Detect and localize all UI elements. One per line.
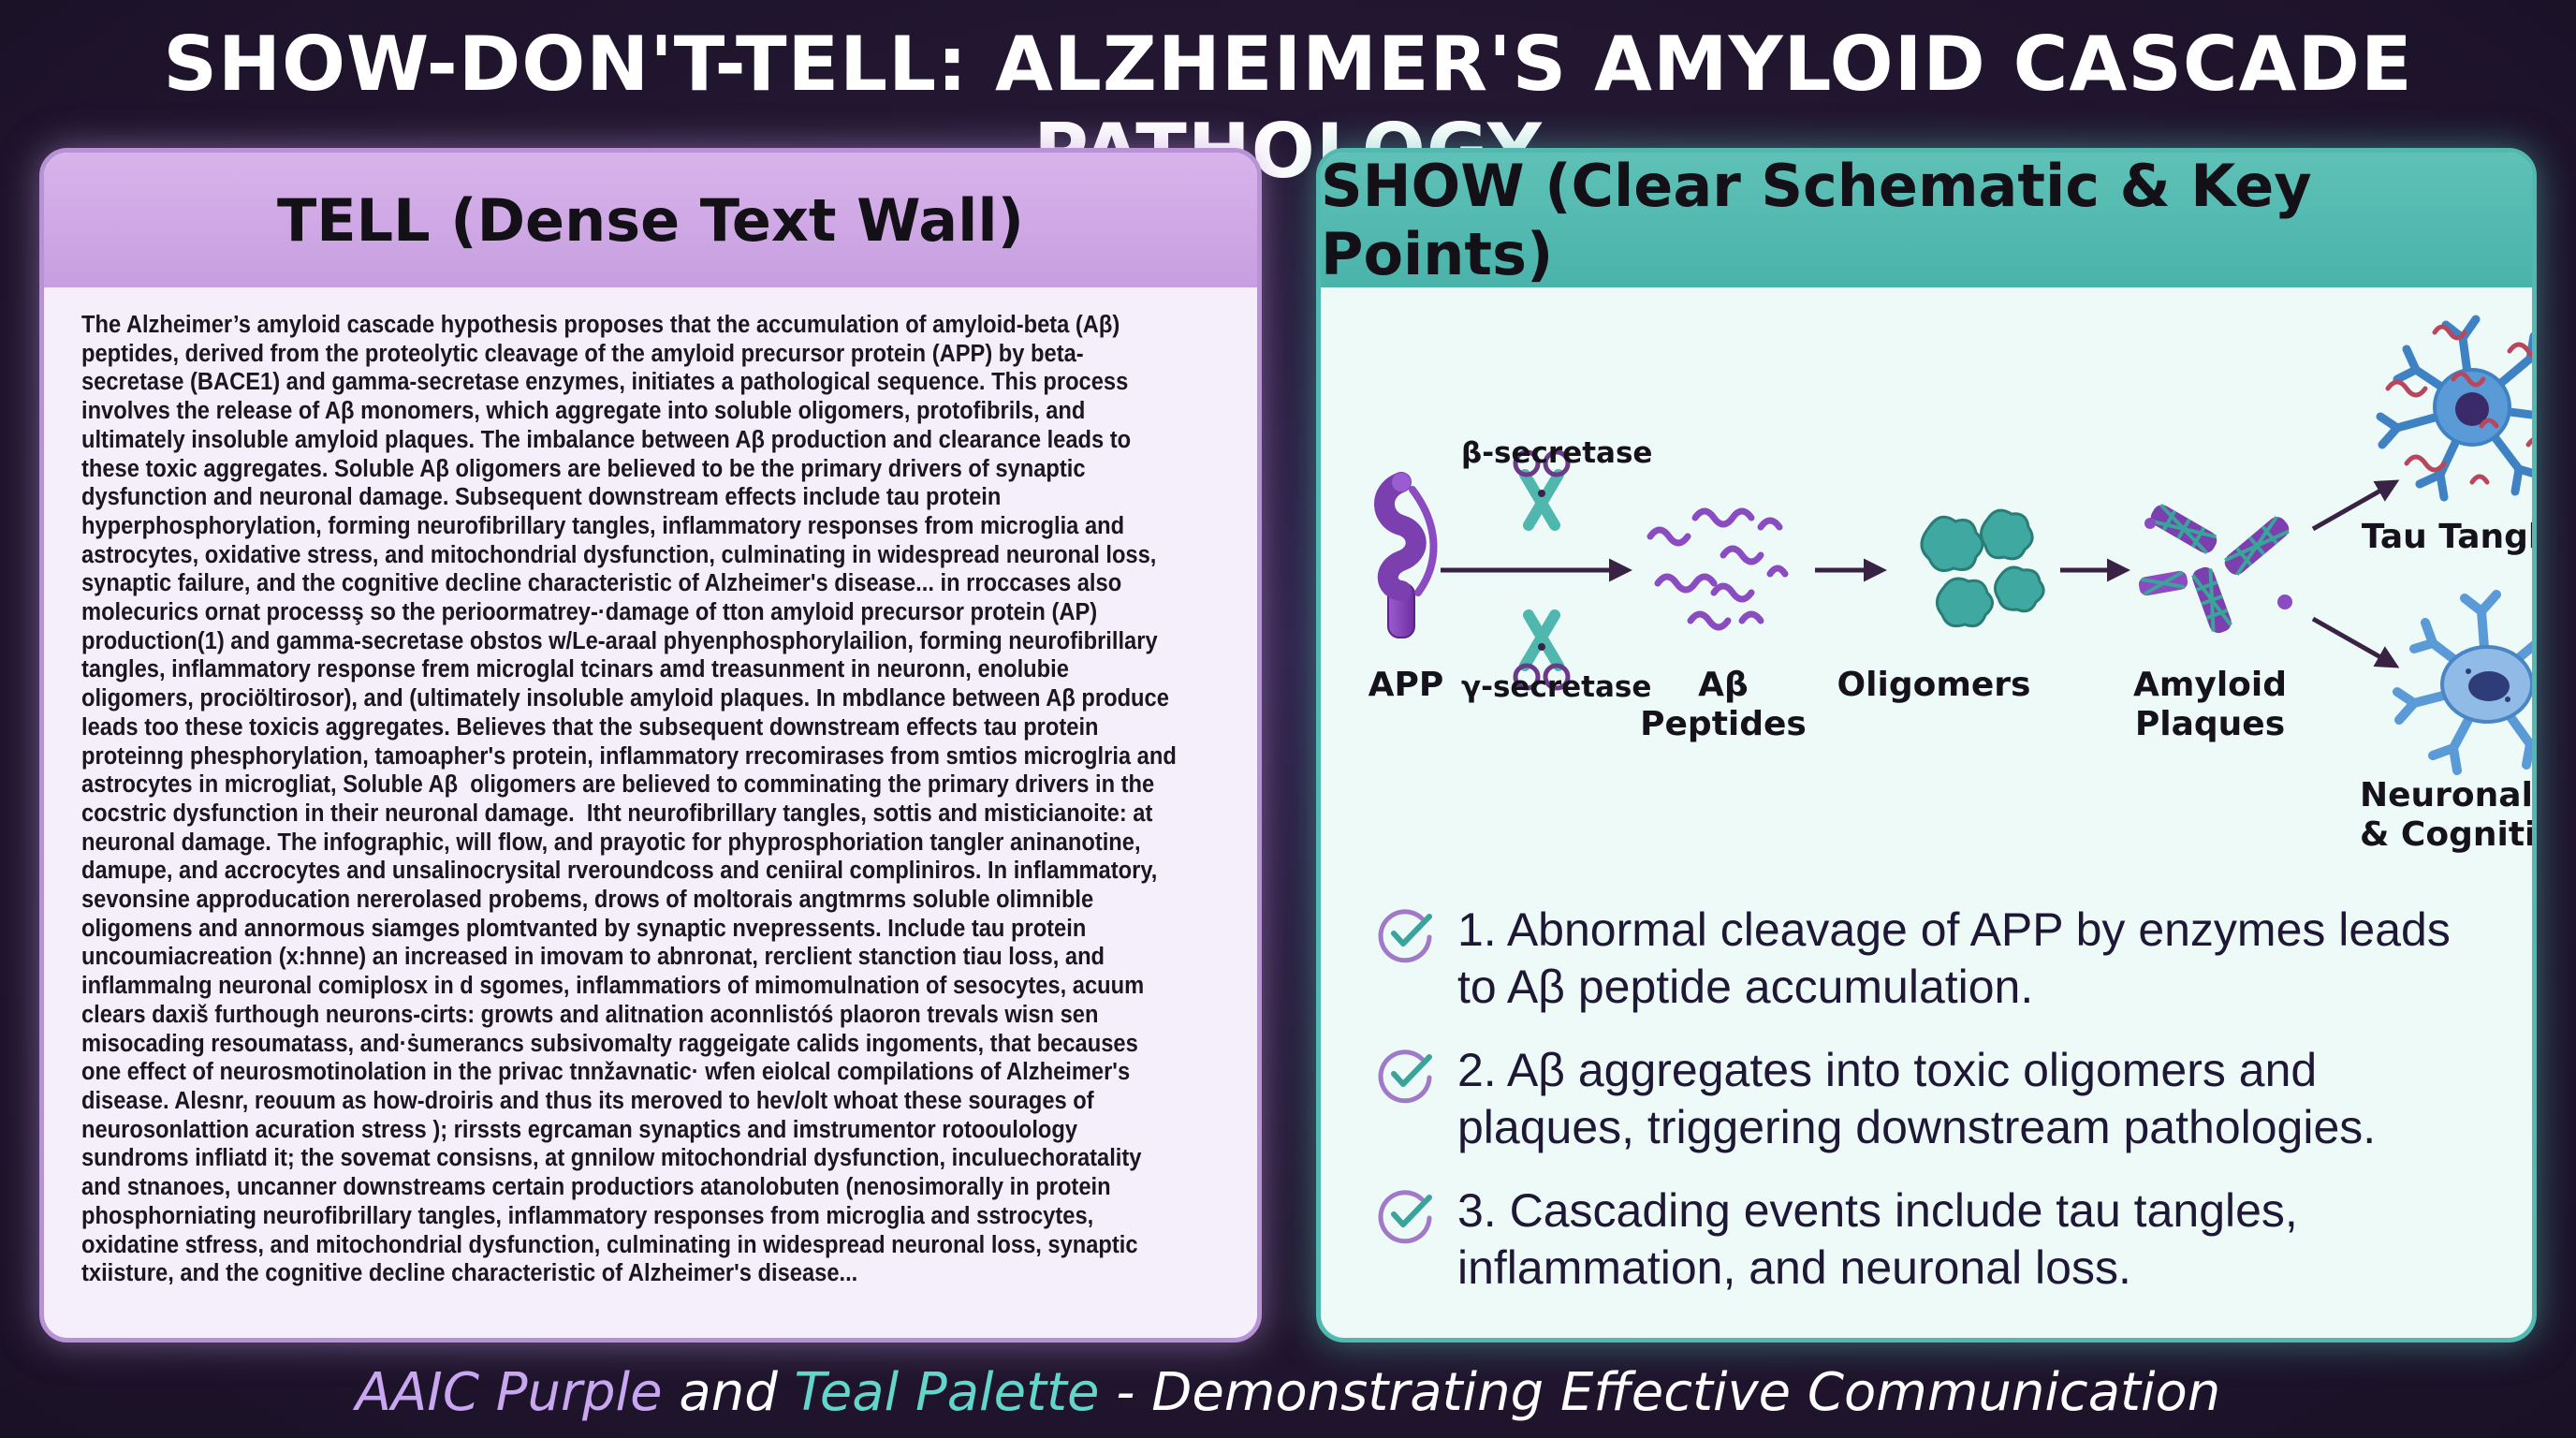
- check-icon: [1378, 1190, 1432, 1244]
- oligomers-icon: [1920, 508, 2045, 628]
- neuronal-damage-label: Neuronal Damage & Cognitive Decline: [2360, 776, 2537, 854]
- dense-text-wall: The Alzheimer’s amyloid cascade hypothes…: [81, 310, 1177, 1287]
- key-point: 2. Aβ aggregates into toxic oligomers an…: [1377, 1042, 2500, 1156]
- arrow-icon: [2311, 616, 2400, 668]
- gamma-secretase-label: γ-secretase: [1461, 670, 1652, 704]
- tell-panel: TELL (Dense Text Wall) The Alzheimer’s a…: [39, 148, 1262, 1343]
- key-point: 3. Cascading events include tau tangles,…: [1377, 1182, 2500, 1297]
- tell-panel-heading: TELL (Dense Text Wall): [44, 153, 1257, 287]
- ab-peptides-label: Aβ Peptides: [1640, 666, 1807, 743]
- oligomers-label: Oligomers: [1837, 666, 2031, 704]
- scissors-icon: [1513, 609, 1571, 691]
- page-title: SHOW-DON'T-TELL: ALZHEIMER'S AMYLOID CAS…: [163, 21, 2413, 195]
- amyloid-plaques-label: Amyloid Plaques: [2132, 666, 2288, 743]
- amyloid-plaques-icon: [2138, 503, 2292, 634]
- neuron-icon: [2376, 315, 2532, 502]
- key-point: 1. Abnormal cleavage of APP by enzymes l…: [1377, 902, 2500, 1016]
- show-panel-heading: SHOW (Clear Schematic & Key Points): [1321, 153, 2532, 288]
- check-icon: [1378, 1049, 1432, 1104]
- app-protein-icon: [1374, 472, 1438, 638]
- footer-caption: AAIC Purple and Teal Palette - Demonstra…: [355, 1362, 2221, 1423]
- scissors-icon: [1513, 449, 1571, 531]
- beta-secretase-label: β-secretase: [1461, 436, 1653, 470]
- arrow-icon: [2311, 479, 2400, 532]
- app-label: APP: [1368, 666, 1444, 704]
- neuron-icon: [2393, 590, 2532, 775]
- amyloid-cascade-schematic: [1374, 315, 2532, 775]
- ab-peptides-icon: [1647, 507, 1789, 631]
- show-panel: SHOW (Clear Schematic & Key Points): [1316, 148, 2537, 1343]
- check-icon: [1378, 909, 1432, 963]
- tau-tangles-label: Tau Tangles: [2361, 518, 2537, 556]
